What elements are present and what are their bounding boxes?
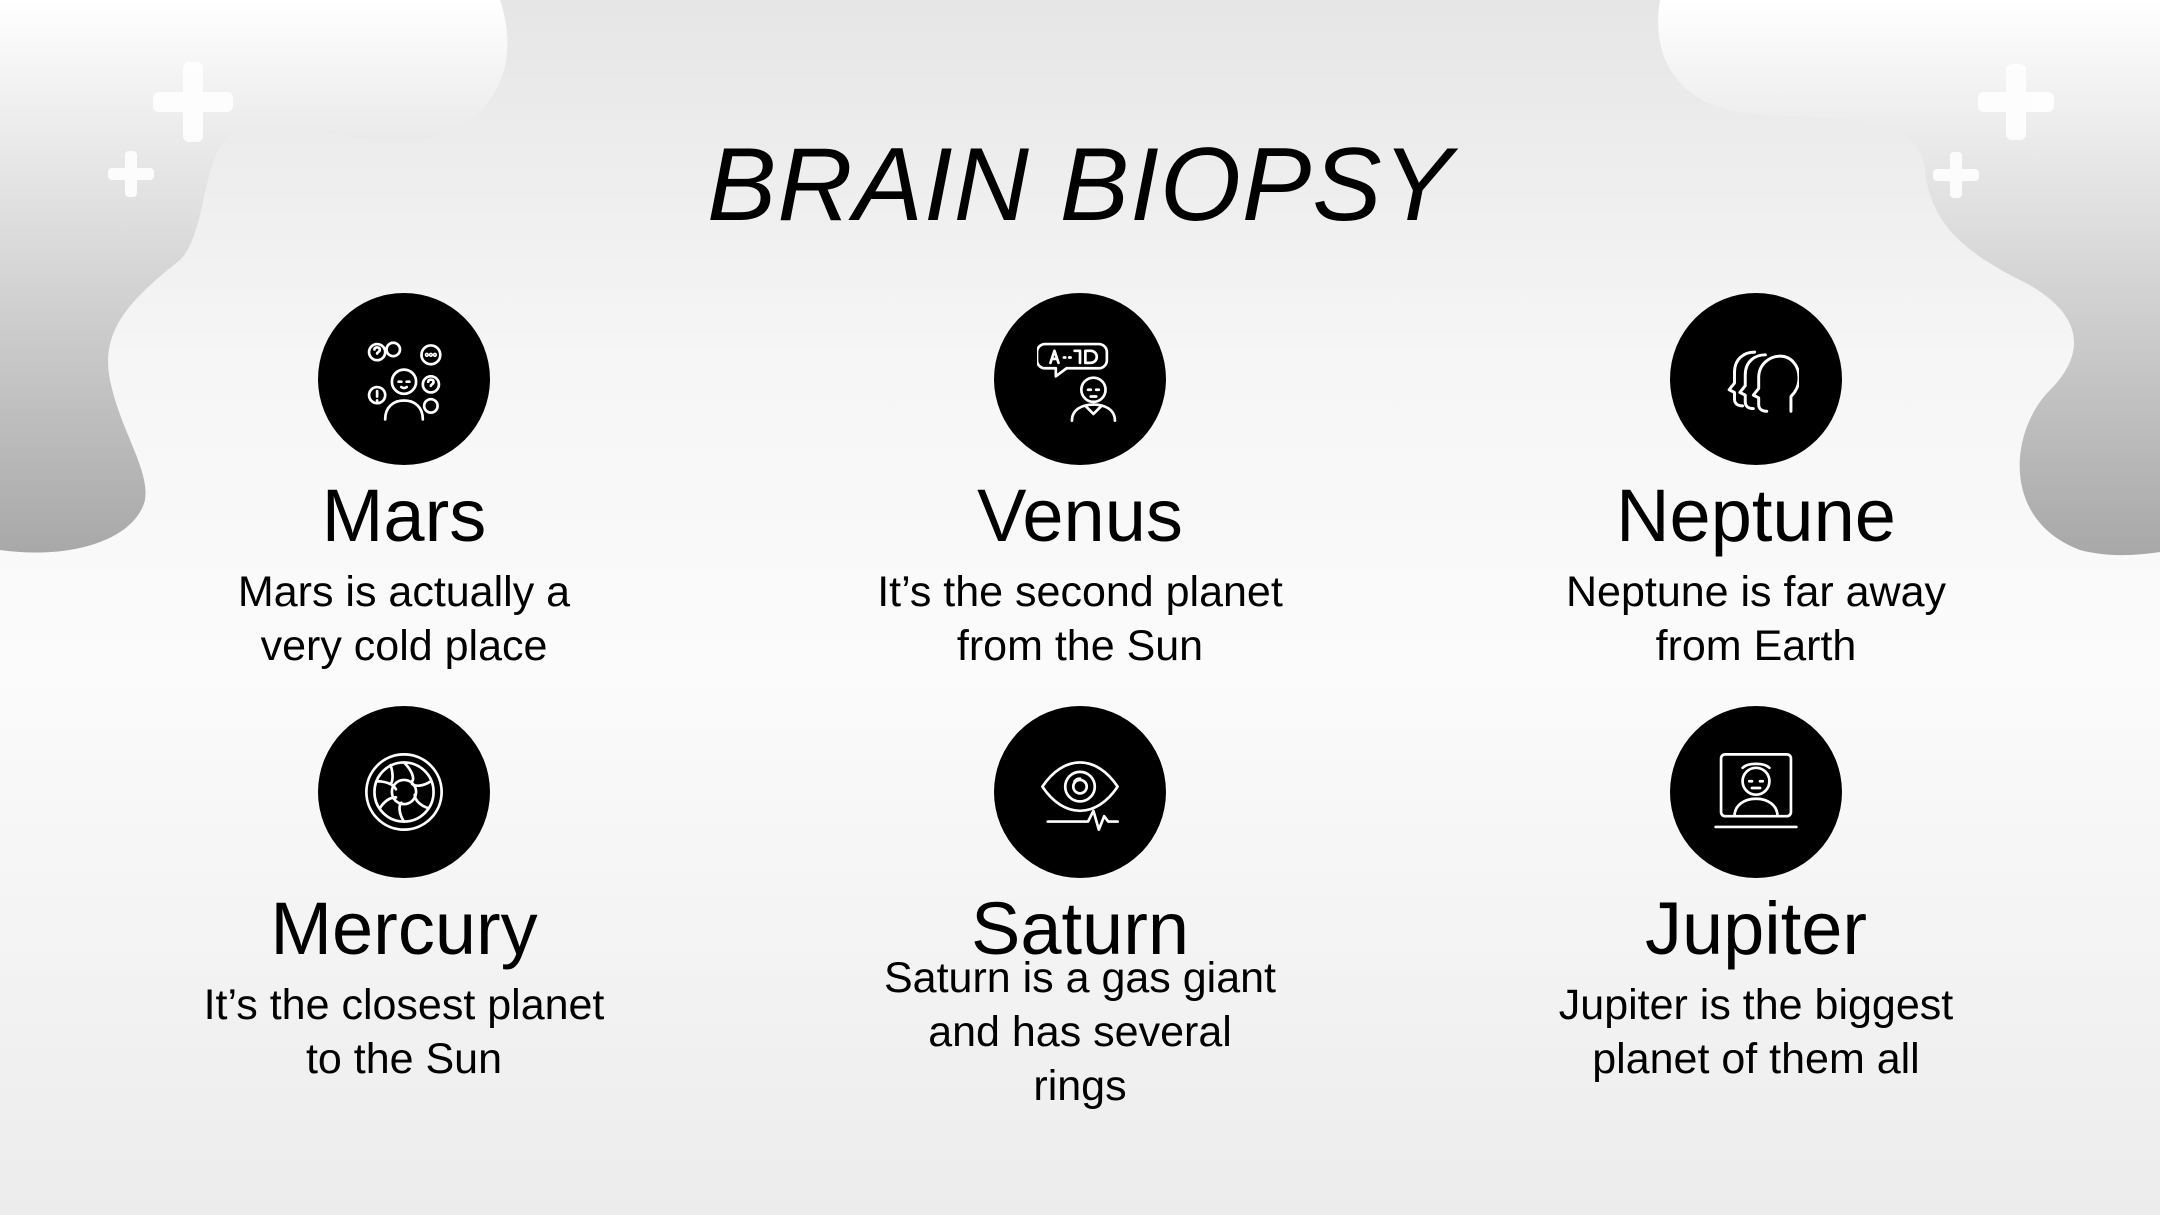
card-venus: Venus It’s the second planet from the Su… xyxy=(820,293,1340,693)
eye-pulse-icon xyxy=(994,706,1166,878)
card-description: Jupiter is the biggest planet of them al… xyxy=(1496,978,2016,1086)
card-description-line: from the Sun xyxy=(956,622,1204,670)
card-title: Saturn xyxy=(970,887,1190,970)
card-description-line: Saturn is a gas giant xyxy=(883,954,1277,1002)
card-description-line: and has several xyxy=(928,1008,1232,1056)
card-description-line: planet of them all xyxy=(1592,1035,1920,1083)
card-description-line: to the Sun xyxy=(305,1035,503,1083)
card-neptune: Neptune Neptune is far away from Earth xyxy=(1496,293,2016,693)
card-description-line: very cold place xyxy=(260,622,548,670)
card-saturn: Saturn Saturn is a gas giant and has sev… xyxy=(820,706,1340,1126)
heads-profile-icon xyxy=(1670,293,1842,465)
card-description-line: It’s the closest planet xyxy=(203,981,605,1029)
person-monitor-icon xyxy=(1670,706,1842,878)
people-questions-icon xyxy=(318,293,490,465)
card-description-line: It’s the second planet xyxy=(877,568,1283,616)
card-description: It’s the second planet from the Sun xyxy=(820,565,1340,673)
card-jupiter: Jupiter Jupiter is the biggest planet of… xyxy=(1496,706,2016,1106)
card-mars: Mars Mars is actually a very cold place xyxy=(144,293,664,693)
card-title: Mercury xyxy=(270,887,538,970)
card-mercury: Mercury It’s the closest planet to the S… xyxy=(144,706,664,1106)
person-speech-bubble-icon xyxy=(994,293,1166,465)
card-description-line: from Earth xyxy=(1655,622,1857,670)
iris-aperture-icon xyxy=(318,706,490,878)
card-description: Neptune is far away from Earth xyxy=(1496,565,2016,673)
card-description-line: Jupiter is the biggest xyxy=(1558,981,1954,1029)
card-description-line: Neptune is far away xyxy=(1565,568,1947,616)
left-blob-shape xyxy=(0,0,508,553)
card-description-line: rings xyxy=(1033,1062,1127,1110)
card-title: Mars xyxy=(321,474,487,557)
card-description: Mars is actually a very cold place xyxy=(144,565,664,673)
card-title: Jupiter xyxy=(1644,887,1868,970)
plus-decoration-left xyxy=(108,62,233,197)
card-description: It’s the closest planet to the Sun xyxy=(144,978,664,1086)
card-title: Neptune xyxy=(1616,474,1896,557)
plus-decoration-right xyxy=(1933,64,2054,198)
right-blob-shape xyxy=(1658,0,2160,556)
slide-title: BRAIN BIOPSY xyxy=(707,127,1453,243)
card-description-line: Mars is actually a xyxy=(237,568,571,616)
card-description: Saturn is a gas giant and has several ri… xyxy=(820,951,1340,1113)
card-title: Venus xyxy=(977,474,1183,557)
